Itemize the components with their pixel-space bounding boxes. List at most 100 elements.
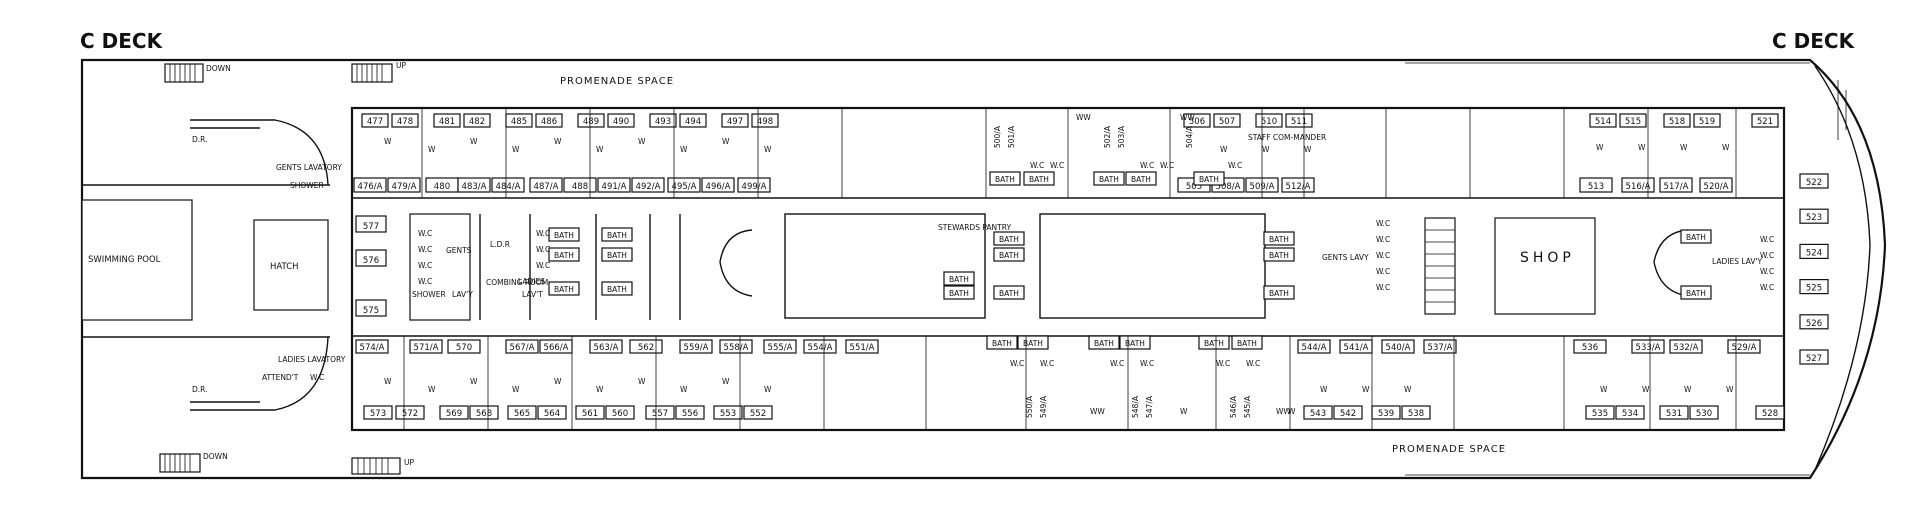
gents-lavatory-label: GENTS LAVATORY — [276, 163, 342, 172]
cabin-label: 543 — [1310, 409, 1326, 419]
swimming-pool-label: SWIMMING POOL — [88, 255, 161, 265]
cabin-label: 555/A — [768, 343, 793, 353]
lavy-label: LAV'Y — [452, 290, 473, 299]
bath-label: BATH — [554, 231, 574, 240]
cabin-label: 489 — [583, 117, 599, 127]
bath-box — [1023, 171, 1055, 186]
cabin-box — [721, 113, 749, 128]
cabin-label: 476/A — [358, 182, 383, 192]
w-label: W — [1180, 407, 1188, 416]
cabin-box — [1755, 405, 1785, 420]
cabin-box — [1799, 314, 1829, 330]
w-label: W — [722, 377, 730, 386]
wc-label: W.C — [1760, 267, 1774, 276]
w-label: W — [1262, 145, 1270, 154]
bath-label: BATH — [607, 251, 627, 260]
cabin-label: 521 — [1757, 117, 1773, 127]
cabin-label: 511 — [1291, 117, 1307, 127]
cabin-box — [1255, 113, 1283, 128]
w-label: W — [596, 145, 604, 154]
cabin-label: 516/A — [1626, 182, 1651, 192]
wc-label: W.C — [1110, 359, 1124, 368]
cabin-box — [737, 177, 771, 193]
bath-label: BATH — [1204, 339, 1224, 348]
ladies-lavatory-label: LADIES LAVATORY — [278, 355, 346, 364]
cabin-label: 564 — [544, 409, 560, 419]
wc-label: W.C — [418, 245, 432, 254]
w-label: W — [1320, 385, 1328, 394]
cabin-box — [355, 215, 387, 233]
bath-box — [1093, 171, 1125, 186]
bath-label: BATH — [607, 285, 627, 294]
cabin-label: 571/A — [414, 343, 439, 353]
cabin-box — [1281, 177, 1315, 193]
cabin-label-vertical: 502/A — [1103, 125, 1112, 148]
cabin-label: 573 — [370, 409, 386, 419]
cabin-box — [1573, 339, 1607, 354]
cabin-label: 515 — [1625, 117, 1641, 127]
cabin-box — [751, 113, 779, 128]
cabin-label: 542 — [1340, 409, 1356, 419]
cabin-box — [355, 299, 387, 317]
aft-wc-label: W.C — [310, 373, 324, 382]
bath-box — [943, 285, 975, 300]
aft-shower-label: SHOWER — [290, 181, 324, 190]
cabin-box — [763, 339, 797, 354]
cabin-box — [1799, 208, 1829, 224]
cabin-label-vertical: 548/A — [1131, 395, 1140, 418]
wc-label: W.C — [1228, 161, 1242, 170]
cabin-box — [1669, 339, 1703, 354]
cabin-label: 482 — [469, 117, 485, 127]
cabin-box — [1799, 243, 1829, 259]
cabin-label-vertical: 500/A — [993, 125, 1002, 148]
cabin-box — [1585, 405, 1615, 420]
cabin-label: 493 — [655, 117, 671, 127]
wc-label: W.C — [1760, 251, 1774, 260]
cabin-label: 484/A — [496, 182, 521, 192]
bath-label: BATH — [554, 285, 574, 294]
cabin-label: 552 — [750, 409, 766, 419]
wc-label: W.C — [418, 261, 432, 270]
w-label: W — [512, 145, 520, 154]
cabin-label-vertical: 546/A — [1229, 395, 1238, 418]
w-label: W — [680, 385, 688, 394]
w-label: WW — [1090, 407, 1105, 416]
cabin-box — [605, 405, 635, 420]
bath-box — [1088, 335, 1120, 350]
lavt-label: LAV'T — [522, 290, 543, 299]
cabin-box — [575, 405, 605, 420]
bath-label: BATH — [1686, 233, 1706, 242]
bath-box — [1125, 171, 1157, 186]
bath-label: BATH — [1237, 339, 1257, 348]
cabin-label-vertical: 503/A — [1117, 125, 1126, 148]
w-label: W — [1304, 145, 1312, 154]
cabin-box — [1381, 339, 1415, 354]
cabin-label: 528 — [1762, 409, 1778, 419]
cabin-label: 480 — [434, 182, 450, 192]
cabin-box — [355, 339, 389, 354]
gents-label: GENTS — [446, 246, 472, 255]
cabin-label: 478 — [397, 117, 413, 127]
cabin-label: 535 — [1592, 409, 1608, 419]
w-label: W — [764, 145, 772, 154]
cabin-box — [1659, 405, 1689, 420]
cabin-box — [491, 177, 525, 193]
cabin-box — [649, 113, 677, 128]
cabin-label: 561 — [582, 409, 598, 419]
bath-box — [986, 335, 1018, 350]
aft-dr-row-top: D.R. — [192, 135, 208, 144]
w-label: W — [384, 377, 392, 386]
cabin-box — [507, 405, 537, 420]
cabin-box — [1699, 177, 1733, 193]
cabin-box — [1799, 279, 1829, 295]
w-label: W — [1722, 143, 1730, 152]
cabin-label: 529/A — [1732, 343, 1757, 353]
bath-box — [993, 247, 1025, 262]
cabin-box — [1693, 113, 1721, 128]
shop-label: SHOP — [1520, 250, 1575, 266]
cabin-box — [1213, 113, 1241, 128]
cabin-label: 533/A — [1636, 343, 1661, 353]
cabin-label: 485 — [511, 117, 527, 127]
cabin-box — [1631, 339, 1665, 354]
